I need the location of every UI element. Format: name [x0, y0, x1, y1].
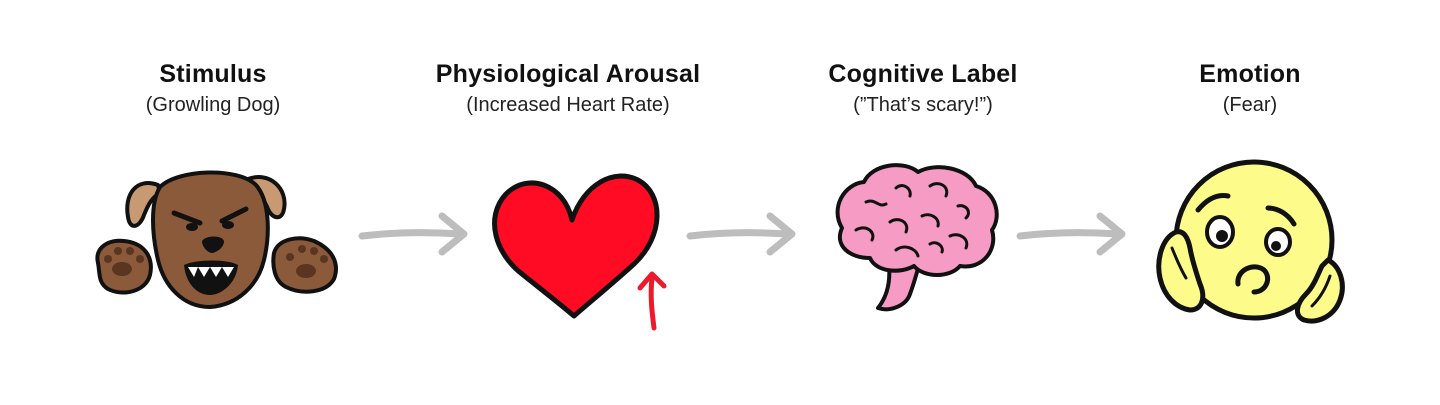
step-title: Stimulus — [159, 60, 267, 88]
step-subtitle: (Fear) — [1222, 94, 1278, 116]
step-subtitle: (”That’s scary!”) — [853, 94, 993, 116]
step-subtitle: (Growling Dog) — [145, 94, 281, 116]
brain-icon — [835, 163, 999, 312]
step-title: Physiological Arousal — [435, 60, 701, 88]
growling-dog-icon — [95, 170, 338, 309]
scared-face-icon — [1156, 159, 1345, 324]
flow-arrow-icon — [358, 212, 468, 256]
up-arrow-icon — [637, 271, 667, 331]
step-subtitle: (Increased Heart Rate) — [466, 94, 670, 116]
flow-arrow-icon — [686, 212, 796, 256]
heart-icon — [492, 173, 660, 319]
step-title: Cognitive Label — [828, 60, 1018, 88]
step-title: Emotion — [1199, 60, 1301, 88]
flow-arrow-icon — [1016, 212, 1126, 256]
